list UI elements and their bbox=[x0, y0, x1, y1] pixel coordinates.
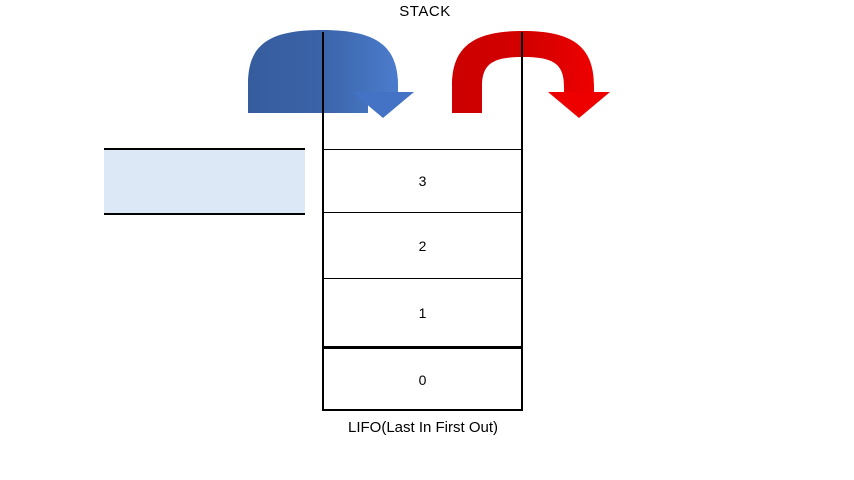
stack-container: 3 2 1 0 bbox=[322, 32, 523, 411]
stack-cell-value: 0 bbox=[418, 372, 427, 388]
stack-cell-value: 2 bbox=[418, 237, 427, 254]
page-title: STACK bbox=[399, 3, 451, 20]
stack-cell-value: 1 bbox=[418, 304, 427, 321]
stack-bottom-wall bbox=[322, 409, 523, 411]
diagram-caption: LIFO(Last In First Out) bbox=[347, 419, 499, 436]
stack-cell-value: 3 bbox=[418, 173, 427, 189]
stack-cells: 3 2 1 0 bbox=[322, 149, 523, 411]
stack-cell[interactable]: 1 bbox=[322, 278, 523, 346]
stack-wall-right bbox=[521, 32, 523, 411]
input-box[interactable] bbox=[104, 148, 305, 215]
stack-cell[interactable]: 3 bbox=[322, 149, 523, 212]
stack-cell[interactable]: 0 bbox=[322, 346, 523, 411]
stack-wall-left bbox=[322, 32, 324, 411]
stack-cell[interactable]: 2 bbox=[322, 212, 523, 278]
